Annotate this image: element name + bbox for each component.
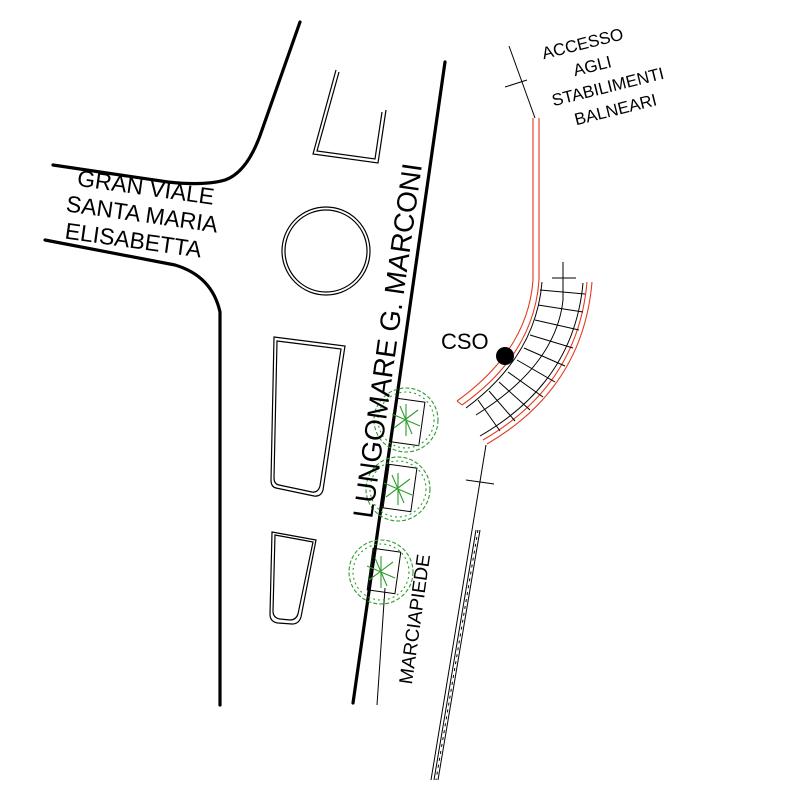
- beach-access-label: ACCESSO AGLI STABILIMENTI BALNEARI: [540, 25, 666, 130]
- island-south: [269, 531, 317, 625]
- sidewalk-label: MARCIAPIEDE: [396, 553, 435, 686]
- ramp-steps: [477, 289, 586, 432]
- trees: [348, 387, 439, 605]
- traffic-islands: [269, 69, 387, 625]
- road-edge-east: [351, 60, 447, 705]
- road-edge-west-upper: [51, 20, 302, 186]
- island-north: [312, 69, 387, 164]
- cso-label: CSO: [441, 329, 489, 354]
- ramp-outline-left: [456, 118, 534, 402]
- beach-access-line-1: ACCESSO: [540, 25, 625, 64]
- beach-access-line-2: AGLI: [571, 52, 613, 80]
- island-middle: [270, 336, 346, 497]
- tree: [348, 539, 414, 605]
- tree: [365, 456, 431, 522]
- ramp-outline-right: [482, 281, 588, 441]
- beach-access-path: [430, 45, 536, 781]
- tree: [373, 387, 439, 453]
- road-edges: [43, 20, 447, 707]
- road-edge-west-lower: [43, 238, 222, 707]
- access-ramp: [456, 118, 593, 445]
- sidewalk-strip: [376, 529, 481, 781]
- cso-point-marker: [496, 347, 514, 365]
- roundabout: [281, 206, 371, 296]
